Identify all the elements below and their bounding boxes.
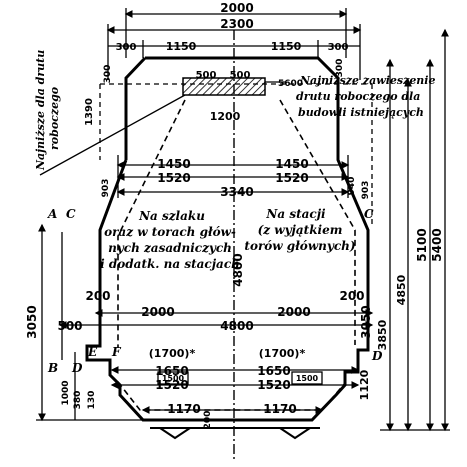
dim-903-left: 903 — [101, 179, 111, 198]
wire-left-note-2: roboczego — [48, 87, 61, 150]
dim-1500-box-right: 1500 — [296, 374, 319, 383]
contact-wire-zone — [182, 77, 266, 96]
right-zone-note-3: torów głównych) — [244, 239, 355, 253]
dim-940-right: 940 — [347, 177, 357, 196]
dim-5600: 5600 — [278, 79, 303, 89]
dim-1650-left: 1650 — [155, 364, 188, 378]
dim-3050-right: 3050 — [359, 305, 373, 338]
dim-2000-right: 2000 — [277, 305, 310, 319]
dim-1450-right: 1450 — [275, 157, 308, 171]
middle-dimensions — [116, 155, 350, 198]
lower-dimensions — [58, 309, 374, 414]
wire-left-note-1: Najniższe dla drutu — [34, 50, 47, 171]
point-C-right: C — [364, 207, 374, 221]
wire-min-note-2: drutu roboczego dla — [296, 90, 420, 103]
bottom-box-right — [291, 371, 323, 385]
dim-1150-left: 1150 — [166, 40, 197, 53]
dim-300-right-vert: 300 — [335, 59, 345, 78]
left-zone-note-4: i dodatk. na stacjach — [100, 257, 240, 271]
dim-500-right-zone: 500 — [230, 70, 251, 81]
point-F: F — [111, 345, 122, 359]
inner-dashed-contour — [117, 99, 356, 411]
wire-min-note-3: budowli istniejących — [298, 106, 424, 119]
dim-200-right: 200 — [339, 289, 364, 303]
dim-500-left: 500 — [57, 319, 82, 333]
dim-3340: 3340 — [220, 185, 253, 199]
dim-5400: 5400 — [430, 228, 444, 261]
dim-2000-left: 2000 — [141, 305, 174, 319]
dim-300-left: 300 — [116, 42, 137, 53]
point-B: B — [47, 361, 58, 375]
dim-2300-top: 2300 — [220, 17, 253, 31]
wire-min-note-1: Najniższe zawieszenie — [299, 74, 436, 87]
dim-200-bottom: 200 — [203, 411, 213, 430]
dim-1520-bottom-left: 1520 — [155, 378, 188, 392]
point-D-right: D — [371, 349, 383, 363]
dim-1120: 1120 — [358, 369, 371, 400]
point-C-left: C — [66, 207, 76, 221]
dim-1150-right: 1150 — [271, 40, 302, 53]
left-zone-note-2: oraz w torach głów- — [104, 225, 236, 239]
point-D-left: D — [71, 361, 83, 375]
dim-1200: 1200 — [210, 110, 241, 123]
dim-1700-right: (1700)* — [259, 347, 306, 360]
gauge-outline — [85, 56, 370, 422]
left-zone-note-3: nych zasadniczych — [108, 241, 232, 255]
rail-base — [150, 427, 320, 440]
point-E: E — [87, 345, 98, 359]
dim-1450-left: 1450 — [157, 157, 190, 171]
dim-5100: 5100 — [415, 228, 429, 261]
point-A: A — [47, 207, 57, 221]
bottom-box-left — [157, 371, 189, 385]
left-vertical-dimensions — [36, 223, 160, 422]
dim-1650-right: 1650 — [257, 364, 290, 378]
dim-903-right: 903 — [361, 181, 371, 200]
dim-380-low: 380 — [73, 391, 83, 410]
dim-1520-bottom-right: 1520 — [257, 378, 290, 392]
dim-300-left-vert: 300 — [103, 65, 113, 84]
dim-1390: 1390 — [84, 98, 95, 126]
dim-2000-top: 2000 — [220, 1, 253, 15]
right-zone-note-1: Na stacji — [265, 207, 326, 221]
dim-130-low: 130 — [87, 391, 97, 410]
dim-4800-center: 4800 — [231, 253, 245, 286]
dim-3050-left: 3050 — [25, 305, 39, 338]
wire-leader — [39, 94, 186, 176]
left-zone-note-1: Na szlaku — [138, 209, 205, 223]
dim-200-left: 200 — [85, 289, 110, 303]
dim-1520-right: 1520 — [275, 171, 308, 185]
dim-1170-left: 1170 — [167, 402, 200, 416]
right-zone-note-2: (z wyjątkiem — [258, 223, 343, 237]
dim-1500-box-left: 1500 — [162, 374, 185, 383]
dim-4850: 4850 — [395, 274, 408, 305]
dim-300-right: 300 — [328, 42, 349, 53]
right-vertical-dimensions — [380, 28, 450, 432]
dim-1520-left: 1520 — [157, 171, 190, 185]
dim-500-left-zone: 500 — [196, 70, 217, 81]
dim-3850: 3850 — [376, 319, 389, 350]
dim-1700-left: (1700)* — [149, 347, 196, 360]
dim-4800-low: 4800 — [220, 319, 253, 333]
top-dimensions — [106, 8, 362, 80]
dim-1170-right: 1170 — [263, 402, 296, 416]
dim-1000-low: 1000 — [61, 380, 71, 405]
